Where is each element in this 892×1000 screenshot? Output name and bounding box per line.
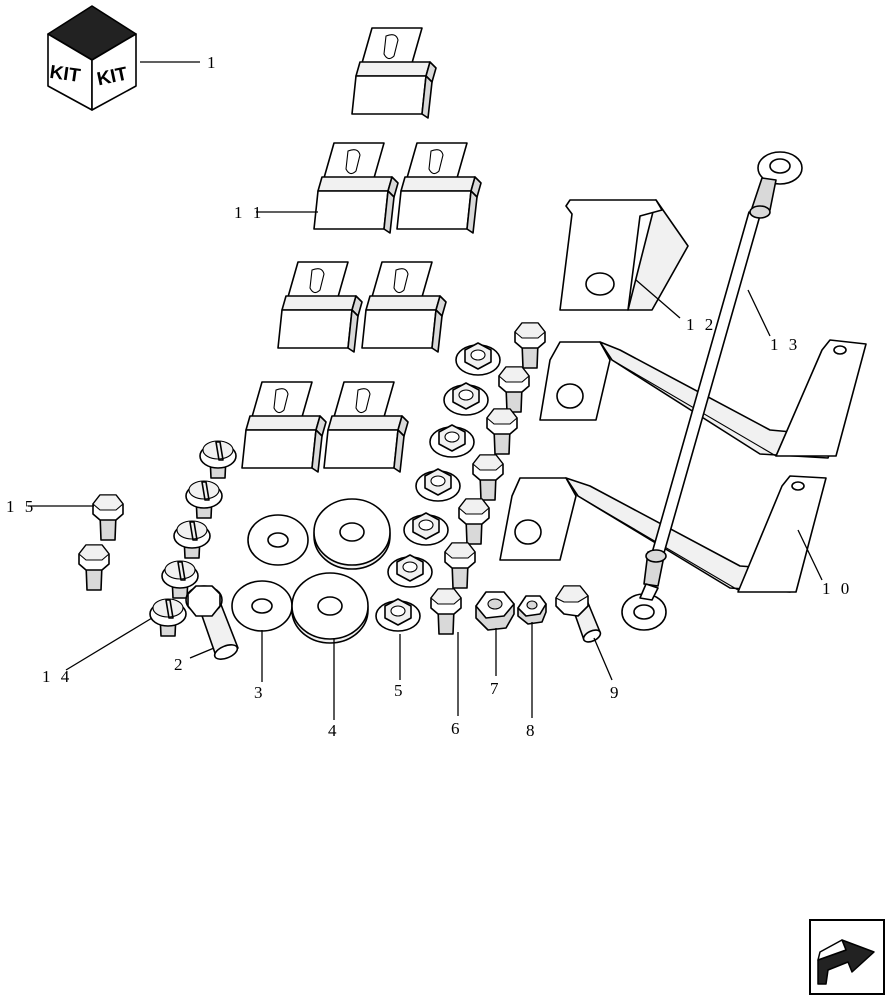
kit-left-label: KIT [48, 62, 82, 87]
hex-bolt-9 [555, 585, 602, 643]
callout-4: 4 [328, 721, 340, 740]
callout-1: 1 [207, 53, 219, 72]
callout-15: 1 5 [6, 497, 36, 516]
callout-12: 1 2 [686, 315, 716, 334]
hex-nut-8 [517, 595, 547, 625]
callout-3: 3 [254, 683, 266, 702]
hex-nut-7 [475, 591, 515, 631]
ground-strap-13 [621, 151, 803, 631]
callout-2: 2 [174, 655, 186, 674]
hex-bolt-15-group [78, 494, 124, 591]
bolt-2 [185, 585, 239, 660]
next-page-arrow-icon[interactable] [809, 919, 885, 995]
callout-14: 1 4 [42, 667, 72, 686]
kit-box-icon: KIT KIT [47, 5, 137, 111]
callout-5: 5 [394, 681, 406, 700]
callout-10: 1 0 [822, 579, 852, 598]
leader-lines [28, 61, 823, 720]
washer-group [231, 498, 391, 644]
callout-7: 7 [490, 679, 502, 698]
bracket-12 [559, 199, 689, 311]
bracket-10-upper [539, 339, 867, 459]
callout-13: 1 3 [770, 335, 800, 354]
callout-11: 1 1 [234, 203, 264, 222]
callout-6: 6 [451, 719, 463, 738]
callout-8: 8 [526, 721, 538, 740]
bracket-10-lower [499, 475, 827, 593]
callout-labels: 1 1 1 1 2 1 3 1 0 1 5 1 4 2 3 4 5 6 7 8 … [6, 53, 852, 740]
callout-9: 9 [610, 683, 622, 702]
